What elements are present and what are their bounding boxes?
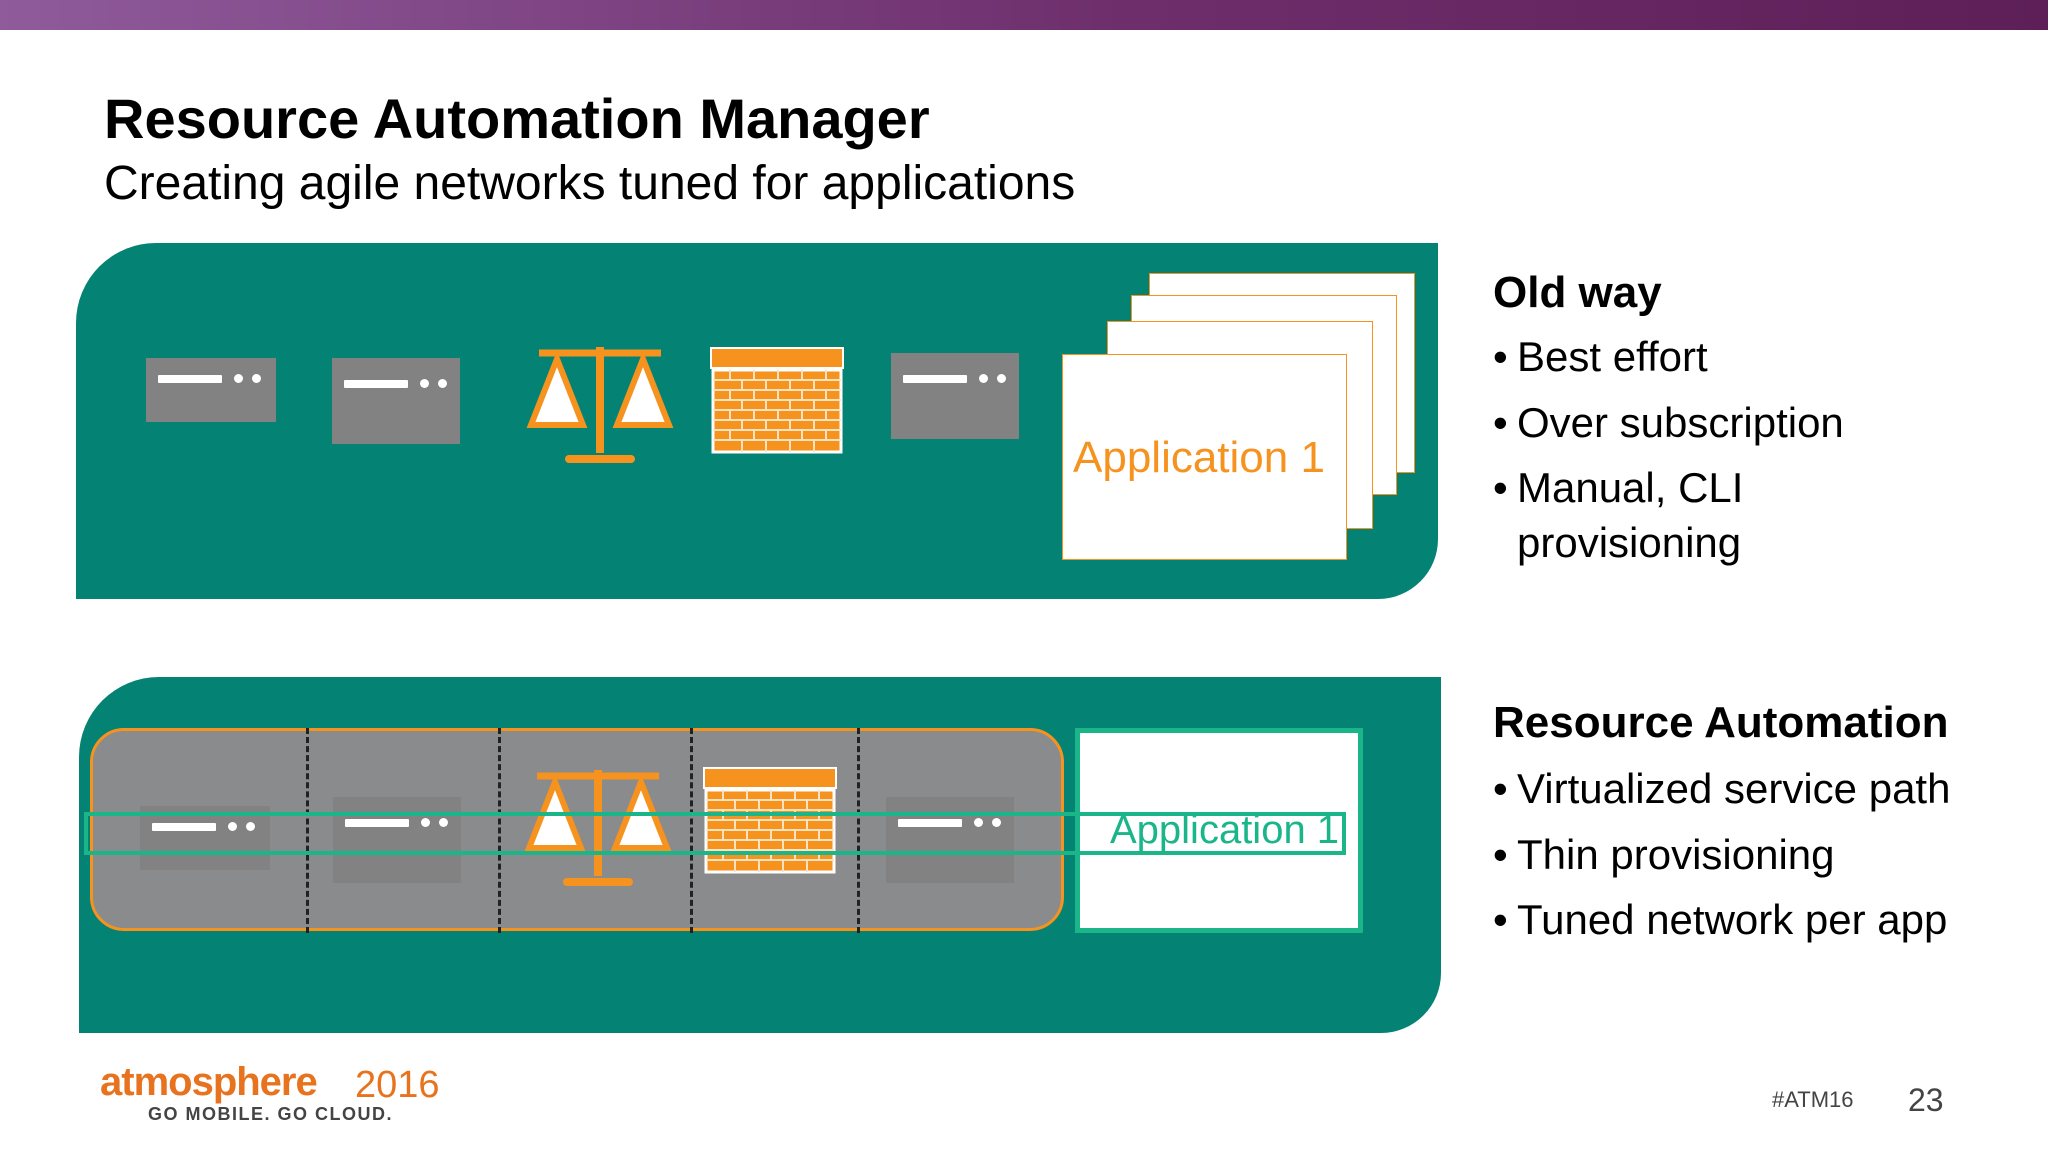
application-card xyxy=(1075,728,1363,933)
server-icon xyxy=(332,358,460,444)
application-card xyxy=(1062,354,1347,560)
header-bar xyxy=(0,0,2048,30)
bullet-marker: • xyxy=(1493,399,1508,446)
bullet-marker: • xyxy=(1493,896,1508,943)
application-label: Application 1 xyxy=(1110,808,1340,852)
load-balancer-icon xyxy=(526,347,674,463)
bullet-marker: • xyxy=(1493,765,1508,812)
firewall-icon xyxy=(710,347,844,454)
rail-divider xyxy=(857,728,860,933)
logo-tagline: GO MOBILE. GO CLOUD. xyxy=(148,1104,393,1124)
rail-divider xyxy=(690,728,693,933)
old-way-heading: Old way xyxy=(1493,268,1662,317)
rail-divider xyxy=(306,728,309,933)
rail-divider xyxy=(498,728,501,933)
bullet-marker: • xyxy=(1493,464,1508,511)
server-icon xyxy=(891,353,1019,439)
slide-title: Resource Automation Manager xyxy=(104,87,930,150)
server-icon xyxy=(886,797,1014,883)
slide-subtitle: Creating agile networks tuned for applic… xyxy=(104,157,1076,210)
event-hashtag: #ATM16 xyxy=(1772,1087,1854,1112)
resource-automation-heading: Resource Automation xyxy=(1493,698,1949,747)
bullet-marker: • xyxy=(1493,831,1508,878)
server-icon xyxy=(140,806,270,870)
page-number: 23 xyxy=(1908,1082,1944,1118)
server-icon xyxy=(333,797,461,883)
service-path-band xyxy=(84,812,1346,855)
bullet-marker: • xyxy=(1493,333,1508,380)
atmosphere-logo: atmosphere xyxy=(100,1060,318,1104)
server-icon xyxy=(146,358,276,422)
logo-year: 2016 xyxy=(355,1064,440,1106)
application-label: Application 1 xyxy=(1073,433,1325,482)
